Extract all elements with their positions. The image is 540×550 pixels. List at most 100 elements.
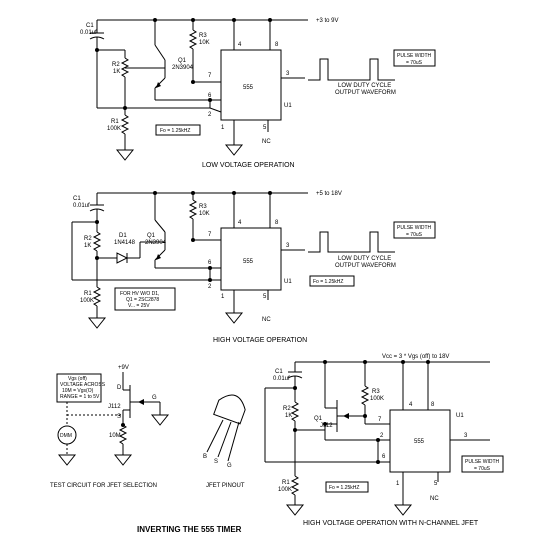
c1-value: 0.01uf xyxy=(73,203,90,209)
dmm-label: DMM xyxy=(60,433,72,439)
ic-label: 555 xyxy=(243,259,254,265)
c1-label: C1 xyxy=(86,23,94,29)
r1-value: 100K xyxy=(107,126,121,132)
pulse-width-box xyxy=(461,455,504,473)
r2-value: 1K xyxy=(285,413,292,419)
vgs-note-box xyxy=(56,373,102,403)
high-voltage-circuit: +5 to 18V C1 0.01uf R2 1K D1 1N4148 Q1 xyxy=(71,191,436,344)
pin-6: 6 xyxy=(382,454,386,460)
low-voltage-caption: LOW VOLTAGE OPERATION xyxy=(202,162,295,169)
d1-label: D1 xyxy=(119,233,127,239)
ic-label: 555 xyxy=(243,85,254,91)
r3-value: 100K xyxy=(370,396,384,402)
r2-label: R2 xyxy=(283,406,291,412)
note-box xyxy=(114,287,176,311)
pin-4: 4 xyxy=(409,402,413,408)
pin-g: G xyxy=(227,463,232,469)
pulse-width-value: = 70uS xyxy=(406,60,423,66)
fo-label: Fo = 1.25kHZ xyxy=(329,485,359,491)
pin-1: 1 xyxy=(221,125,225,131)
pulse-width-box xyxy=(393,221,436,239)
q1-label: Q1 xyxy=(314,416,323,422)
pin-5: 5 xyxy=(263,294,267,300)
pin-7: 7 xyxy=(208,73,212,79)
r3-label: R3 xyxy=(199,204,207,210)
pin-7: 7 xyxy=(208,232,212,238)
drain-label: D xyxy=(117,385,122,391)
r2-label: R2 xyxy=(112,62,120,68)
pin-6: 6 xyxy=(208,260,212,266)
fo-label: Fo = 1.25kHZ xyxy=(160,128,190,134)
note-line-2: Q1 = 2SC2878 xyxy=(126,297,159,303)
pulse-width-label: PULSE WIDTH xyxy=(397,225,432,231)
pin-6: 6 xyxy=(208,93,212,99)
pulse-width-label: PULSE WIDTH xyxy=(465,459,500,465)
q1-part: 2N3904 xyxy=(145,240,167,246)
pin-8: 8 xyxy=(431,402,435,408)
d1-part: 1N4148 xyxy=(114,240,136,246)
c1-label: C1 xyxy=(73,196,81,202)
c1-label: C1 xyxy=(275,369,283,375)
vgs-note-3: 10M = Vgs(O) xyxy=(62,388,94,394)
pinout-caption: JFET PINOUT xyxy=(206,483,245,489)
gate-label: G xyxy=(152,395,157,401)
ic-555 xyxy=(389,409,451,473)
u1-label: U1 xyxy=(284,103,292,109)
supply-label: +9V xyxy=(118,365,129,371)
ic-555 xyxy=(220,49,282,121)
vgs-note-2: VOLTAGE ACROSS xyxy=(60,382,106,388)
r2-value: 1K xyxy=(113,69,120,75)
source-label: S xyxy=(117,414,121,420)
fo-box xyxy=(325,481,369,493)
waveform-label-1: LOW DUTY CYCLE xyxy=(338,256,391,262)
pin-3: 3 xyxy=(464,433,468,439)
waveform-label-2: OUTPUT WAVEFORM xyxy=(335,90,396,96)
r2-label: R2 xyxy=(84,236,92,242)
pin-1: 1 xyxy=(221,294,225,300)
u1-label: U1 xyxy=(456,413,464,419)
fo-box xyxy=(155,124,201,136)
pin-2: 2 xyxy=(208,112,212,118)
pin-4: 4 xyxy=(238,220,242,226)
pin-5: 5 xyxy=(263,125,267,131)
waveform-label-1: LOW DUTY CYCLE xyxy=(338,83,391,89)
pin-2: 2 xyxy=(380,433,384,439)
r-value: 10M xyxy=(109,433,121,439)
q1-part: J112 xyxy=(320,423,333,429)
pin-5: 5 xyxy=(434,481,438,487)
waveform-label-2: OUTPUT WAVEFORM xyxy=(335,263,396,269)
jfet-test-circuit: Vgs (off) VOLTAGE ACROSS 10M = Vgs(O) RA… xyxy=(50,365,170,489)
high-voltage-caption: HIGH VOLTAGE OPERATION xyxy=(213,337,307,344)
pin-8: 8 xyxy=(275,220,279,226)
pulse-width-box xyxy=(393,49,436,67)
jfet-part: J112 xyxy=(108,404,121,410)
jfet-555-caption: HIGH VOLTAGE OPERATION WITH N-CHANNEL JF… xyxy=(303,520,479,527)
nc-label: NC xyxy=(262,139,271,145)
r2-value: 1K xyxy=(84,243,91,249)
pin-7: 7 xyxy=(378,417,382,423)
fo-box xyxy=(309,275,355,287)
c1-value: 0.01uf xyxy=(80,30,97,36)
r3-value: 10K xyxy=(199,40,210,46)
pin-3: 3 xyxy=(286,243,290,249)
pin-3: 3 xyxy=(286,71,290,77)
c1-value: 0.01uf xyxy=(273,376,290,382)
r3-value: 10K xyxy=(199,211,210,217)
ic-555 xyxy=(220,227,282,291)
note-line-1: FOR HV W/O D1, xyxy=(120,291,159,297)
jfet-pinout: B S G JFET PINOUT xyxy=(203,394,246,489)
pulse-width-value: = 70uS xyxy=(474,466,491,472)
note-line-3: V... = 25V xyxy=(128,303,150,309)
pin-8: 8 xyxy=(275,42,279,48)
r1-label: R1 xyxy=(111,119,119,125)
q1-label: Q1 xyxy=(147,233,156,239)
ic-label: 555 xyxy=(414,439,425,445)
pin-s: S xyxy=(214,459,218,465)
r3-label: R3 xyxy=(372,389,380,395)
low-voltage-circuit: +3 to 9V C1 0.01uf R2 1K Q1 2N3904 R3 10… xyxy=(80,18,436,169)
r1-label: R1 xyxy=(282,480,290,486)
main-title: INVERTING THE 555 TIMER xyxy=(137,525,242,534)
supply-label: +3 to 9V xyxy=(316,18,339,24)
fo-label: Fo = 1.25kHZ xyxy=(313,279,343,285)
